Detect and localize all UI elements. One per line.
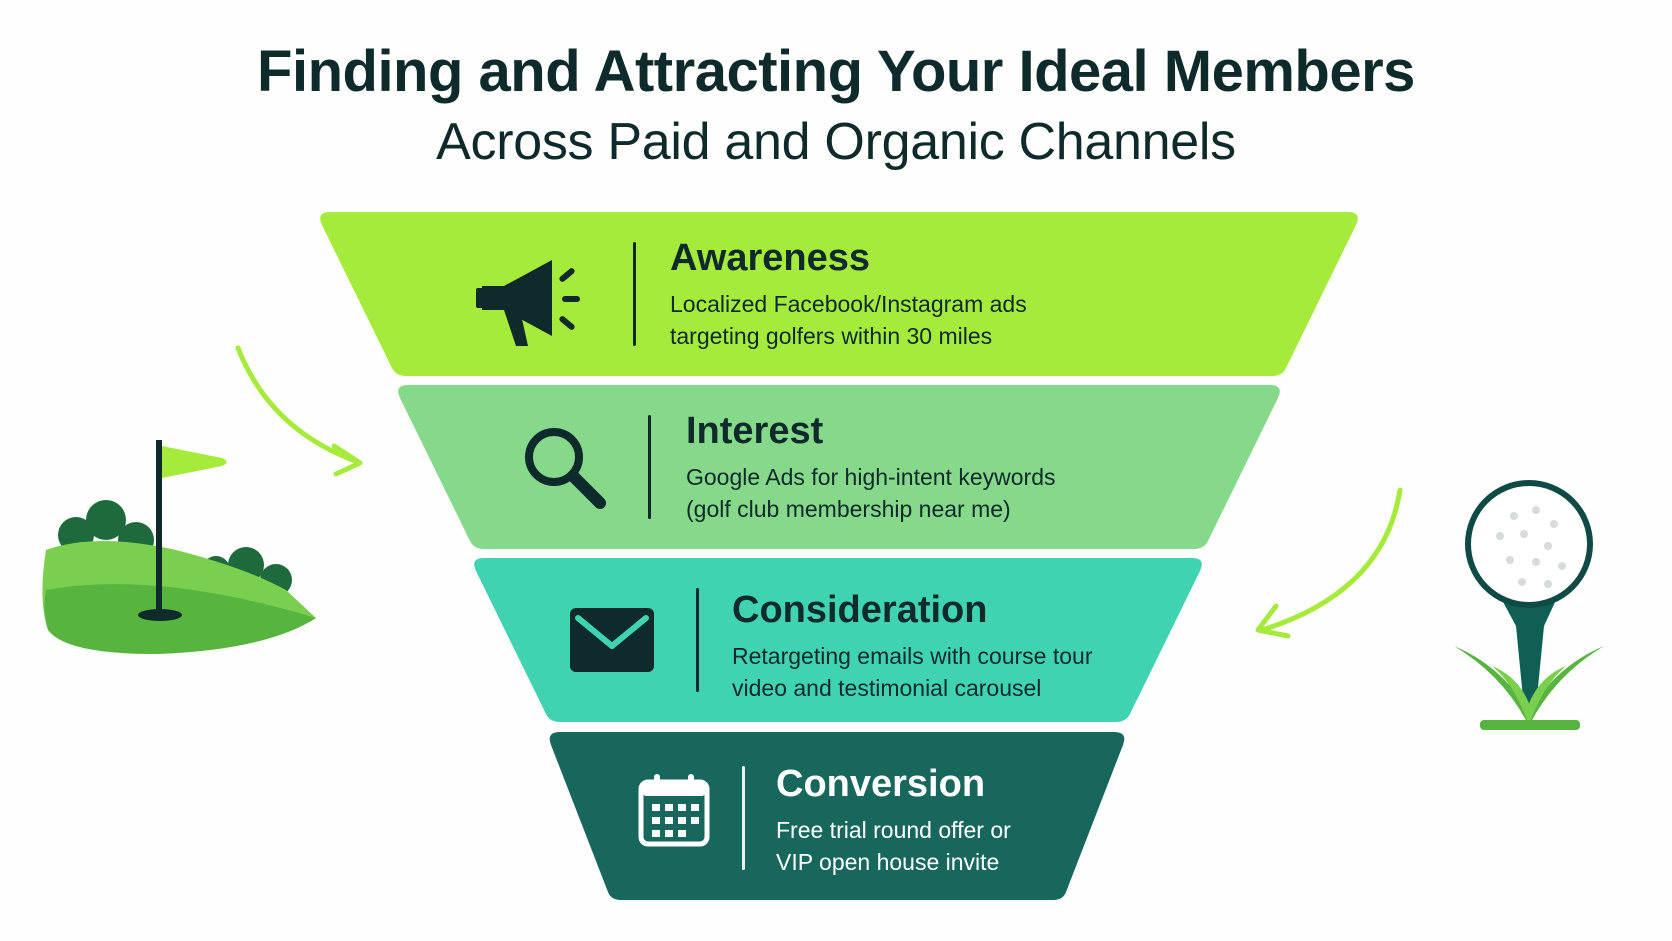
stage-description: Retargeting emails with course tour vide…: [732, 640, 1093, 704]
page-subtitle: Across Paid and Organic Channels: [436, 113, 1236, 171]
stage-heading: Consideration: [732, 589, 988, 631]
calendar-icon: [638, 772, 710, 853]
page-title: Finding and Attracting Your Ideal Member…: [257, 39, 1415, 104]
stage-description-line: (golf club membership near me): [686, 496, 1011, 522]
stage-description-line: VIP open house invite: [776, 849, 1000, 875]
stage-description-line: Google Ads for high-intent keywords: [686, 464, 1056, 490]
megaphone-icon: [476, 252, 592, 357]
stage-heading: Awareness: [670, 237, 870, 279]
funnel-band-interest: [398, 385, 1280, 549]
curved-arrow-left: [230, 340, 380, 485]
stage-description-line: Free trial round offer or: [776, 817, 1011, 843]
stage-description-line: Localized Facebook/Instagram ads: [670, 291, 1027, 317]
golf-flag-green-icon: [36, 440, 326, 665]
divider: [742, 766, 745, 870]
funnel-stage-interest: Interest Google Ads for high-intent keyw…: [394, 385, 1284, 549]
stage-description: Free trial round offer or VIP open house…: [776, 814, 1011, 878]
stage-description-line: video and testimonial carousel: [732, 675, 1042, 701]
funnel-stage-consideration: Consideration Retargeting emails with co…: [470, 558, 1206, 722]
funnel-band-conversion: [549, 732, 1125, 900]
funnel-stage-conversion: Conversion Free trial round offer or VIP…: [546, 732, 1128, 900]
stage-description-line: targeting golfers within 30 miles: [670, 323, 993, 349]
divider: [633, 242, 636, 346]
funnel-stage-awareness: Awareness Localized Facebook/Instagram a…: [316, 212, 1362, 376]
stage-heading: Conversion: [776, 763, 986, 805]
golf-ball-on-tee-icon: [1444, 476, 1614, 741]
stage-description: Localized Facebook/Instagram ads targeti…: [670, 288, 1027, 352]
envelope-icon: [570, 608, 654, 677]
stage-description-line: Retargeting emails with course tour: [732, 643, 1093, 669]
magnifying-glass-icon: [520, 423, 610, 518]
divider: [648, 415, 651, 519]
stage-description: Google Ads for high-intent keywords (gol…: [686, 461, 1055, 525]
stage-heading: Interest: [686, 410, 824, 452]
funnel-band-awareness: [320, 212, 1358, 376]
divider: [696, 588, 699, 692]
curved-arrow-right: [1244, 482, 1414, 647]
funnel-band-consideration: [474, 558, 1202, 722]
